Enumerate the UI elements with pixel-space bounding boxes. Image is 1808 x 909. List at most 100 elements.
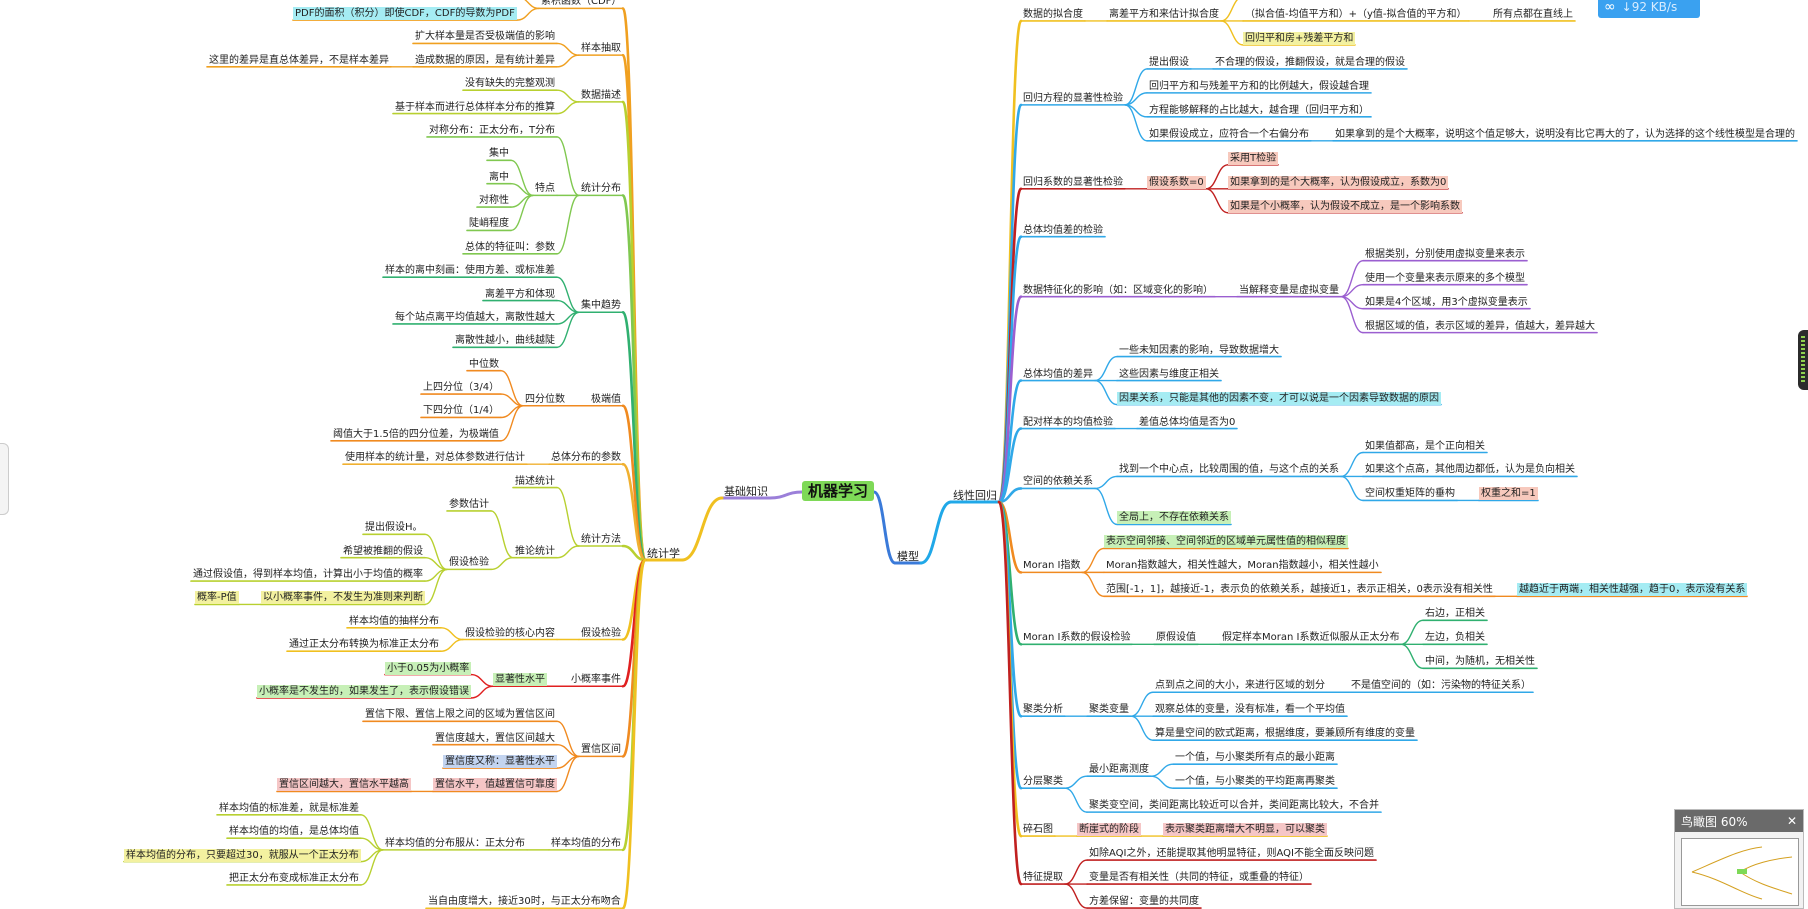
subtopic-node[interactable]: 通过正太分布转换为标准正太分布 [289, 639, 439, 651]
subtopic-node[interactable]: 集中 [489, 148, 509, 160]
subtopic-node[interactable]: 总体分布的参数 [551, 452, 621, 464]
subtopic-node[interactable]: 离差平方和来估计拟合度 [1109, 8, 1219, 20]
subtopic-node[interactable]: 假设系数=0 [1147, 175, 1206, 189]
minimap-panel[interactable]: 鸟瞰图 60% ✕ [1674, 809, 1804, 909]
subtopic-node[interactable]: 样本均值的均值，是总体均值 [229, 826, 359, 838]
subtopic-node[interactable]: 中位数 [469, 358, 499, 370]
subtopic-node[interactable]: 每个站点离平均值越大，离散性越大 [395, 311, 555, 323]
close-icon[interactable]: ✕ [1786, 814, 1797, 828]
subtopic-node[interactable]: 累积函数（CDF） [541, 0, 622, 8]
subtopic-node[interactable]: 变量是否有相关性（共同的特征，或重叠的特征） [1089, 872, 1309, 884]
subtopic-node[interactable]: 空间权重矩阵的垂构 [1365, 488, 1455, 500]
subtopic-node[interactable]: 参数估计 [449, 498, 489, 510]
subtopic-node[interactable]: 假定样本Moran I系数近似服从正太分布 [1222, 632, 1400, 644]
subtopic-node[interactable]: 四分位数 [525, 393, 565, 405]
subtopic-node[interactable]: 离差平方和体现 [485, 288, 555, 300]
subtopic-node[interactable]: 没有缺失的完整观测 [465, 78, 555, 90]
subtopic-node[interactable]: 小概率是不发生的，如果发生了，表示假设错误 [257, 684, 471, 698]
subtopic-node[interactable]: 因果关系，只能是其他的因素不变，才可以说是一个因素导致数据的原因 [1117, 391, 1441, 405]
subtopic-node[interactable]: 右边，正相关 [1425, 608, 1485, 620]
subtopic-node[interactable]: 把正太分布变成标准正太分布 [229, 872, 359, 884]
subtopic-node[interactable]: 空间的依赖关系 [1023, 476, 1093, 488]
subtopic-node[interactable]: 样本抽取 [581, 43, 621, 55]
subtopic-node[interactable]: 假设检验 [449, 557, 489, 569]
subtopic-node[interactable]: 下四分位（1/4） [423, 405, 500, 417]
subtopic-node[interactable]: 当解释变量是虚拟变量 [1239, 284, 1339, 296]
subtopic-node[interactable]: 全局上，不存在依赖关系 [1117, 511, 1231, 525]
subtopic-node[interactable]: 如果假设成立，应符合一个右偏分布 [1149, 128, 1309, 140]
subtopic-node[interactable]: 碎石图 [1023, 824, 1053, 836]
subtopic-node[interactable]: 阈值大于1.5倍的四分位差，为极端值 [333, 428, 499, 440]
subtopic-node[interactable]: 数据的拟合度 [1023, 8, 1083, 20]
subtopic-node[interactable]: 置信区间 [581, 744, 621, 756]
subtopic-node[interactable]: 陡峭程度 [469, 218, 509, 230]
subtopic-node[interactable]: 最小距离测度 [1089, 764, 1149, 776]
subtopic-node[interactable]: 概率-P值 [195, 591, 239, 605]
subtopic-node[interactable]: 断崖式的阶段 [1077, 823, 1141, 837]
subtopic-node[interactable]: 根据区域的值，表示区域的差异，值越大，差异越大 [1365, 320, 1595, 332]
subtopic-node[interactable]: 置信水平，值越置信可靠度 [433, 778, 557, 792]
subtopic-node[interactable]: 以小概率事件，不发生为准则来判断 [261, 591, 425, 605]
topic-node[interactable]: 线性回归 [953, 489, 997, 502]
subtopic-node[interactable]: 回归方程的显著性检验 [1023, 92, 1123, 104]
subtopic-node[interactable]: 如果拿到的是个大概率，说明这个值足够大，说明没有比它再大的了，认为选择的这个线性… [1335, 128, 1795, 140]
subtopic-node[interactable]: 离散性越小，曲线越陡 [455, 335, 555, 347]
subtopic-node[interactable]: 通过假设值，得到样本均值，计算出小于均值的概率 [193, 569, 423, 581]
subtopic-node[interactable]: 如果值都高，是个正向相关 [1365, 440, 1485, 452]
subtopic-node[interactable]: 对称性 [479, 195, 509, 207]
subtopic-node[interactable]: 数据描述 [581, 89, 621, 101]
topic-node[interactable]: 基础知识 [724, 485, 768, 498]
subtopic-node[interactable]: 基于样本而进行总体样本分布的推算 [395, 101, 555, 113]
right-panel-handle[interactable] [1798, 330, 1808, 390]
subtopic-node[interactable]: 小概率事件 [571, 674, 621, 686]
subtopic-node[interactable]: 原假设值 [1156, 632, 1196, 644]
subtopic-node[interactable]: 特点 [535, 183, 555, 195]
subtopic-node[interactable]: Moran I指数 [1023, 560, 1081, 572]
subtopic-node[interactable]: 希望被推翻的假设 [343, 545, 423, 557]
subtopic-node[interactable]: 数据特征化的影响（如：区域变化的影响） [1023, 284, 1213, 296]
subtopic-node[interactable]: 显著性水平 [493, 673, 547, 687]
subtopic-node[interactable]: 样本均值的分布服从：正太分布 [385, 837, 525, 849]
subtopic-node[interactable]: 当自由度增大，接近30时，与正太分布吻合 [428, 896, 621, 908]
subtopic-node[interactable]: 差值总体均值是否为0 [1139, 416, 1236, 428]
subtopic-node[interactable]: 中间，为随机，无相关性 [1425, 656, 1535, 668]
subtopic-node[interactable]: 如果是4个区域，用3个虚拟变量表示 [1365, 296, 1528, 308]
subtopic-node[interactable]: 方程能够解释的占比越大，越合理（回归平方和） [1149, 104, 1369, 116]
subtopic-node[interactable]: PDF的面积（积分）即使CDF，CDF的导数为PDF [293, 7, 517, 21]
subtopic-node[interactable]: 使用样本的统计量，对总体参数进行估计 [345, 452, 525, 464]
subtopic-node[interactable]: 回归平和房+残差平方和 [1243, 31, 1356, 45]
subtopic-node[interactable]: 对称分布：正太分布，T分布 [429, 124, 556, 136]
subtopic-node[interactable]: 点到点之间的大小，来进行区域的划分 [1155, 680, 1325, 692]
subtopic-node[interactable]: 置信度越大，置信区间越大 [435, 732, 555, 744]
subtopic-node[interactable]: 集中趋势 [581, 300, 621, 312]
subtopic-node[interactable]: 推论统计 [515, 545, 555, 557]
subtopic-node[interactable]: 描述统计 [515, 475, 555, 487]
subtopic-node[interactable]: 找到一个中心点，比较周围的值，与这个点的关系 [1119, 464, 1339, 476]
subtopic-node[interactable]: （拟合值-均值平方和）+（y值-拟合值的平方和） [1245, 8, 1467, 20]
subtopic-node[interactable]: 表示聚类距离增大不明显，可以聚类 [1163, 823, 1327, 837]
subtopic-node[interactable]: 如除AQI之外，还能提取其他明显特征，则AQI不能全面反映问题 [1089, 848, 1374, 860]
subtopic-node[interactable]: 回归平方和与残差平方和的比例越大，假设越合理 [1149, 80, 1369, 92]
subtopic-node[interactable]: 观察总体的变量，没有标准，看一个平均值 [1155, 704, 1345, 716]
subtopic-node[interactable]: 样本均值的分布 [551, 837, 621, 849]
subtopic-node[interactable]: 配对样本的均值检验 [1023, 416, 1113, 428]
network-speed-badge[interactable]: ∞ ↓92 KB/s [1598, 0, 1700, 18]
subtopic-node[interactable]: 分层聚类 [1023, 776, 1063, 788]
subtopic-node[interactable]: 假设检验的核心内容 [465, 627, 555, 639]
subtopic-node[interactable]: 权重之和=1 [1479, 487, 1538, 501]
subtopic-node[interactable]: 聚类变空间，类间距离比较近可以合并，类间距离比较大，不合并 [1089, 800, 1379, 812]
subtopic-node[interactable]: 范围[-1，1]，越接近-1，表示负的依赖关系，越接近1，表示正相关，0表示没有… [1106, 584, 1493, 596]
subtopic-node[interactable]: 这些因素与维度正相关 [1119, 368, 1219, 380]
subtopic-node[interactable]: 不合理的假设，推翻假设，就是合理的假设 [1215, 56, 1405, 68]
subtopic-node[interactable]: Moran指数越大，相关性越大，Moran指数越小，相关性越小 [1106, 560, 1379, 572]
subtopic-node[interactable]: 总体的特征叫：参数 [465, 241, 555, 253]
subtopic-node[interactable]: 小于0.05为小概率 [385, 661, 472, 675]
left-panel-toggle[interactable] [0, 443, 9, 515]
subtopic-node[interactable]: 如果拿到的是个大概率，认为假设成立，系数为0 [1228, 175, 1449, 189]
subtopic-node[interactable]: 极端值 [591, 393, 621, 405]
subtopic-node[interactable]: 这里的差异是直总体差异，不是样本差异 [209, 54, 389, 66]
subtopic-node[interactable]: 扩大样本量是否受极端值的影响 [415, 31, 555, 43]
subtopic-node[interactable]: 左边，负相关 [1425, 632, 1485, 644]
subtopic-node[interactable]: 造成数据的原因，是有统计差异 [415, 54, 555, 66]
subtopic-node[interactable]: 如果是个小概率，认为假设不成立，是一个影响系数 [1228, 199, 1462, 213]
